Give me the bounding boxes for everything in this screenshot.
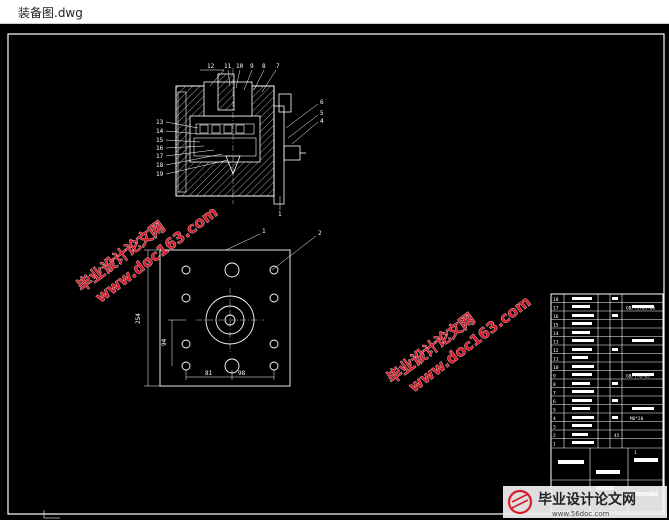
footer-1: 1 — [634, 450, 637, 456]
dim-h2: 98 — [238, 370, 246, 377]
callout-left-7: 19 — [156, 171, 164, 178]
row-num-12: 12 — [553, 348, 559, 354]
callout-top-5: 8 — [262, 63, 266, 70]
callout-right-1: 6 — [320, 99, 324, 106]
row-num-5: 5 — [553, 408, 556, 414]
callout-left-4: 16 — [156, 145, 164, 152]
row-num-17: 17 — [553, 306, 559, 312]
logo-icon — [507, 489, 533, 515]
row-num-7: 7 — [553, 391, 556, 397]
window-title: 装备图.dwg — [18, 6, 83, 20]
logo-mark — [511, 493, 529, 509]
ucs-icon — [43, 510, 60, 519]
titleblock-cells — [558, 297, 658, 496]
dim-height: 254 — [135, 313, 142, 324]
titleblock — [550, 293, 664, 513]
titleblock-rows — [551, 302, 663, 439]
note-45: 45 — [614, 433, 620, 439]
callout-left-1: 13 — [156, 119, 164, 126]
callout-top-3: 10 — [236, 63, 244, 70]
row-num-18: 18 — [553, 297, 559, 303]
note-gb5783: GB/T5783-86 — [626, 306, 655, 312]
watermark-2: 毕业设计论文网 www.doc163.com — [383, 292, 534, 396]
row-num-4: 4 — [553, 416, 556, 422]
callout-right-3: 4 — [320, 118, 324, 125]
plate-callout-1: 1 — [262, 228, 266, 235]
callout-left-6: 18 — [156, 162, 164, 169]
window-titlebar: 装备图.dwg — [0, 0, 669, 24]
callout-top-1: 12 — [207, 63, 215, 70]
titleblock-row-numbers: 18 17 16 15 14 13 12 11 10 9 8 7 6 5 4 3… — [553, 297, 559, 448]
dim-left-height: 94 — [161, 338, 168, 346]
dim-h1: 81 — [205, 370, 213, 377]
row-num-13: 13 — [553, 340, 559, 346]
plate-callout-2: 2 — [318, 230, 322, 237]
assembly-section-view — [175, 68, 306, 205]
row-num-11: 11 — [553, 357, 559, 363]
drawing-canvas[interactable]: 12 11 10 9 8 7 6 5 4 13 14 15 16 17 18 1… — [0, 24, 669, 520]
callout-left-5: 17 — [156, 153, 164, 160]
row-num-15: 15 — [553, 323, 559, 329]
note-gb70: GB/T70-85 — [626, 374, 650, 380]
callout-left-2: 14 — [156, 128, 164, 135]
callout-top-4: 9 — [250, 63, 254, 70]
callout-bottom: 1 — [278, 211, 282, 218]
plate-top-view — [159, 249, 291, 387]
drawing-frame — [7, 33, 665, 515]
callout-left-3: 15 — [156, 137, 164, 144]
leader-lines — [165, 69, 319, 210]
logo-brand: 毕业设计论文网 — [538, 491, 636, 508]
watermark-1: 毕业设计论文网 www.doc163.com — [73, 203, 221, 307]
dimensions — [144, 233, 317, 387]
row-num-2: 2 — [553, 433, 556, 439]
callouts: 12 11 10 9 8 7 6 5 4 13 14 15 16 17 18 1… — [156, 63, 324, 218]
callout-top-2: 11 — [224, 63, 232, 70]
row-num-8: 8 — [553, 382, 556, 388]
row-num-9: 9 — [553, 374, 556, 380]
row-num-3: 3 — [553, 425, 556, 431]
row-num-10: 10 — [553, 365, 559, 371]
row-num-6: 6 — [553, 399, 556, 405]
row-num-14: 14 — [553, 331, 559, 337]
cad-drawing: 12 11 10 9 8 7 6 5 4 13 14 15 16 17 18 1… — [7, 33, 667, 519]
logo-site: www.56doc.com — [552, 510, 610, 518]
callout-top-6: 7 — [276, 63, 280, 70]
note-m6x20: M6*20 — [630, 416, 644, 422]
row-num-1: 1 — [553, 442, 556, 448]
callout-right-2: 5 — [320, 110, 324, 117]
row-num-16: 16 — [553, 314, 559, 320]
logo-watermark: 毕业设计论文网 www.56doc.com — [503, 486, 667, 518]
